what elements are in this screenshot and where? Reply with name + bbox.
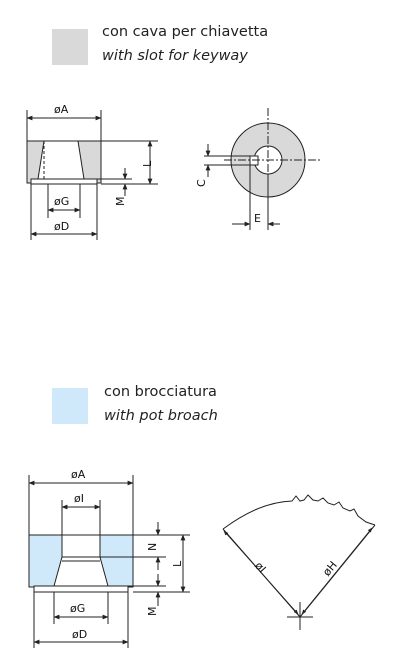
broach-sector-labels: øI øH [252,559,340,579]
legend-keyway-english: with slot for keyway [102,48,248,64]
dim-label-c: C [195,179,208,187]
dim-label-m2: M [146,607,159,617]
legend-keyway-italian: con cava per chiavetta [102,24,269,40]
legend-pot-broach-english: with pot broach [104,408,218,424]
dim-label-d2: øD [72,628,87,641]
keyway-section-view [26,110,158,240]
legend-swatch-gray [52,29,88,65]
dim-label-i: øI [74,492,84,505]
dim-label-g2: øG [70,602,85,615]
dim-label-a: øA [54,103,69,116]
dim-label-e: E [254,212,261,225]
broach-tooth-sector [222,494,376,630]
dim-label-i-sector: øI [252,559,268,575]
keyway-section-labels: øA L M øG øD [54,103,154,233]
dim-label-h-sector: øH [320,559,340,579]
broach-section-view [28,475,190,648]
broach-section-labels: øA øI N L M øG øD [70,468,184,641]
dim-label-m: M [114,197,127,207]
dim-label-l: L [141,160,154,167]
legend-swatch-blue [52,388,88,424]
dim-label-l2: L [171,560,184,567]
dim-label-g: øG [54,195,69,208]
dim-label-a2: øA [71,468,86,481]
keyway-plan-view [204,108,322,230]
keyway-plan-labels: C E [195,179,261,225]
dim-label-d: øD [54,220,69,233]
legend-pot-broach-italian: con brocciatura [104,384,217,400]
dim-label-n: N [146,543,159,551]
